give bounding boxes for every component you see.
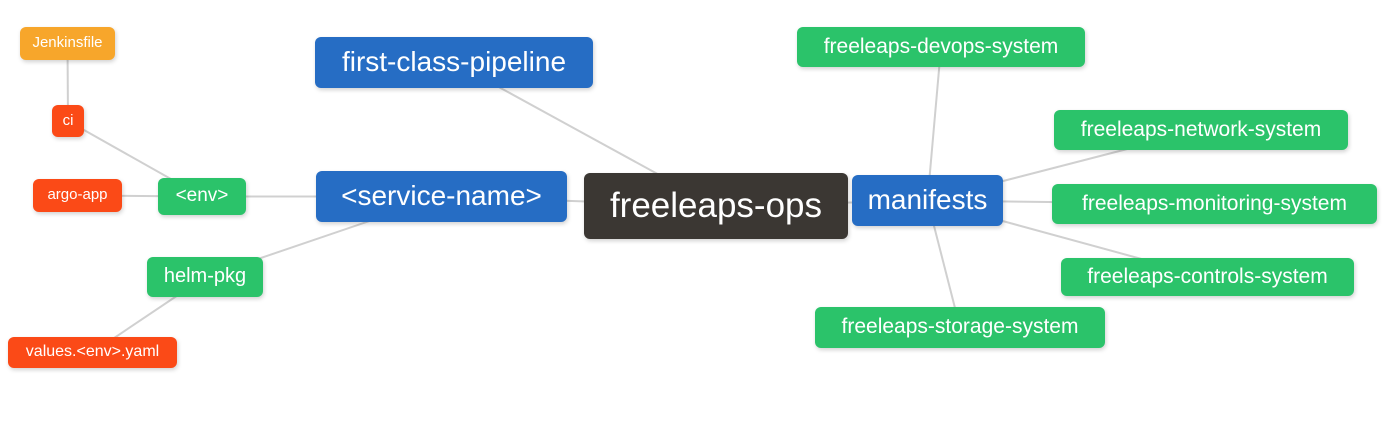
- node-ci[interactable]: ci: [52, 105, 84, 137]
- node-label: helm-pkg: [163, 265, 247, 287]
- node-label: argo-app: [47, 186, 108, 203]
- node-freeleaps-ops[interactable]: freeleaps-ops: [584, 173, 848, 239]
- node-freeleaps-network-system[interactable]: freeleaps-network-system: [1054, 110, 1348, 150]
- node-env[interactable]: <env>: [158, 178, 246, 215]
- node-freeleaps-controls-system[interactable]: freeleaps-controls-system: [1061, 258, 1354, 296]
- node-label: ci: [62, 111, 74, 129]
- node-label: freeleaps-storage-system: [841, 315, 1079, 338]
- edge-manifests--freeleaps-devops-system: [926, 46, 942, 201]
- node-freeleaps-devops-system[interactable]: freeleaps-devops-system: [797, 27, 1085, 67]
- node-label: first-class-pipeline: [341, 45, 567, 77]
- node-freeleaps-storage-system[interactable]: freeleaps-storage-system: [815, 307, 1105, 348]
- node-label: freeleaps-ops: [609, 185, 823, 225]
- node-values-env-yaml[interactable]: values.<env>.yaml: [8, 337, 177, 368]
- node-argo-app[interactable]: argo-app: [33, 179, 122, 212]
- node-freeleaps-monitoring-system[interactable]: freeleaps-monitoring-system: [1052, 184, 1377, 224]
- node-label: <service-name>: [341, 179, 542, 211]
- node-label: freeleaps-network-system: [1080, 117, 1322, 141]
- node-label: <env>: [175, 185, 229, 206]
- node-label: freeleaps-monitoring-system: [1082, 191, 1347, 215]
- node-helm-pkg[interactable]: helm-pkg: [147, 257, 263, 297]
- node-service-name[interactable]: <service-name>: [316, 171, 567, 222]
- node-jenkinsfile[interactable]: Jenkinsfile: [20, 27, 115, 60]
- node-label: Jenkinsfile: [32, 34, 103, 51]
- node-label: freeleaps-devops-system: [823, 34, 1059, 58]
- node-label: freeleaps-controls-system: [1087, 264, 1328, 288]
- node-label: values.<env>.yaml: [25, 342, 160, 360]
- node-label: manifests: [867, 183, 988, 215]
- node-manifests[interactable]: manifests: [852, 175, 1003, 226]
- node-first-class-pipeline[interactable]: first-class-pipeline: [315, 37, 593, 88]
